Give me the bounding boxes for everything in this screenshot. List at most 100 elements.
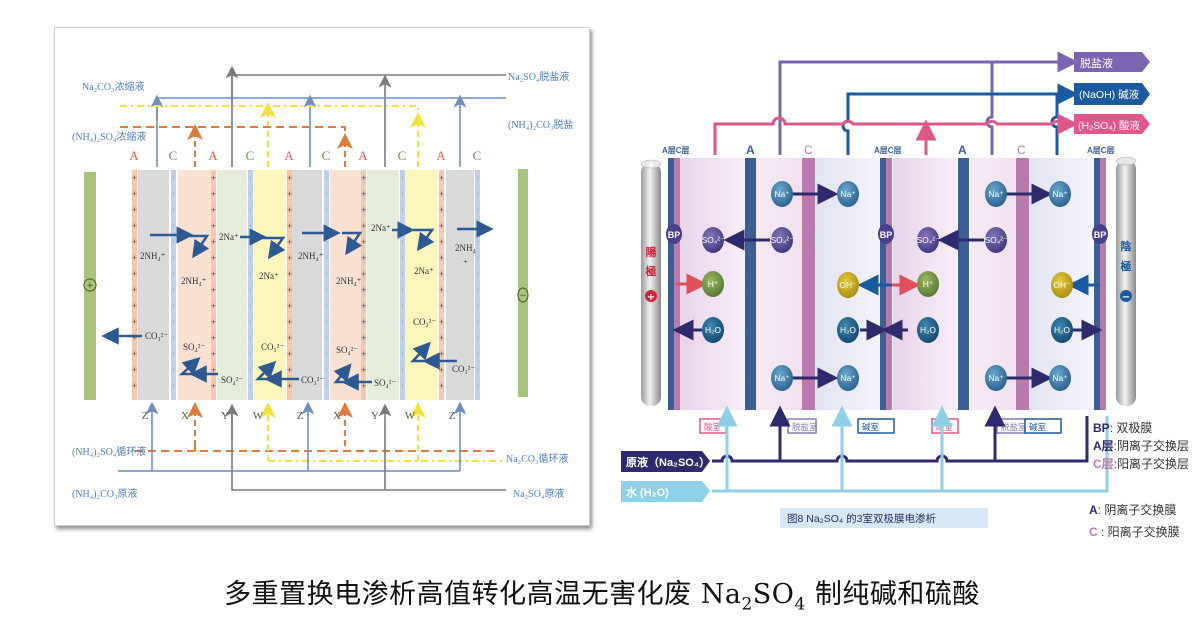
- right-output-lines: [713, 51, 1079, 155]
- charge-mark: +: [439, 334, 445, 342]
- output-tag-base: (NaOH) 碱液: [1074, 83, 1150, 105]
- input-tag-water: 水 (H₂O): [621, 481, 710, 502]
- chamber: [217, 170, 247, 400]
- ion-label: 2NH₄⁺: [336, 276, 362, 286]
- ion-ball-label: Na⁺: [988, 189, 1004, 199]
- chamber-tag: [857, 418, 895, 434]
- charge-mark: ·: [172, 334, 174, 342]
- svg-text:C : 阳离子交换膜: C : 阳离子交换膜: [1089, 524, 1180, 539]
- caption-chem-so: SO: [752, 579, 795, 610]
- ion-ball: [985, 227, 1007, 253]
- ion-ball-label: Na⁺: [840, 189, 856, 199]
- svg-text:C层:阳离子交换层: C层:阳离子交换层: [1093, 456, 1189, 471]
- charge-mark: +: [439, 238, 445, 246]
- charge-mark: +: [132, 174, 138, 182]
- charge-mark: +: [439, 206, 445, 214]
- ion-ball: [837, 317, 859, 343]
- membrane-label: A: [208, 148, 218, 163]
- ion-ball-label: SO₄²⁻: [770, 235, 794, 245]
- charge-mark: +: [132, 334, 138, 342]
- ion-ball-label: H⁺: [923, 279, 934, 289]
- charge-mark: ·: [325, 302, 327, 310]
- charge-mark: ·: [401, 206, 403, 214]
- charge-mark: +: [439, 174, 445, 182]
- charge-mark: ·: [325, 190, 327, 198]
- charge-mark: +: [132, 254, 138, 262]
- label-a: A: [746, 143, 755, 157]
- ion-label: 2NH₄: [455, 243, 476, 253]
- ion-ball: [1051, 317, 1073, 343]
- charge-mark: +: [211, 302, 217, 310]
- charge-mark: ·: [401, 350, 403, 358]
- charge-mark: +: [287, 318, 293, 326]
- charge-mark: +: [211, 366, 217, 374]
- bp-label: BP: [1094, 230, 1107, 240]
- charge-mark: +: [439, 382, 445, 390]
- cation-membrane: [400, 170, 405, 400]
- water-line: [712, 416, 1109, 493]
- charge-mark: ·: [476, 318, 478, 326]
- bp-badge: [1092, 224, 1108, 244]
- charge-mark: ·: [476, 350, 478, 358]
- ion-label: CO₃²⁻: [145, 331, 168, 341]
- anode-label-1: 陽: [646, 245, 657, 259]
- charge-mark: ·: [401, 174, 403, 182]
- charge-mark: ·: [172, 206, 174, 214]
- membrane-label: C: [322, 148, 331, 163]
- charge-mark: ·: [401, 254, 403, 262]
- chamber-tag-label: 酸室: [936, 422, 954, 432]
- c-membrane: [1016, 158, 1029, 410]
- ion-ball: [985, 365, 1007, 391]
- charge-mark: ·: [476, 174, 478, 182]
- ion-ball-label: Na⁺: [1052, 189, 1068, 199]
- charge-mark: +: [361, 366, 367, 374]
- charge-mark: +: [287, 302, 293, 310]
- charge-mark: +: [439, 350, 445, 358]
- cathode-plate: [518, 169, 528, 397]
- c-membrane: [802, 158, 815, 410]
- ion-ball: [837, 272, 859, 298]
- ion-ball: [1051, 272, 1073, 298]
- charge-mark: +: [361, 174, 367, 182]
- charge-mark: +: [132, 366, 138, 374]
- svg-text:(H₂SO₄) 酸液: (H₂SO₄) 酸液: [1078, 119, 1141, 132]
- charge-mark: +: [287, 174, 293, 182]
- charge-mark: +: [211, 350, 217, 358]
- membrane-legend: BP: 双极膜 A层:阴离子交换层 C层:阳离子交换层 A: 阴离子交换膜 C …: [1089, 421, 1189, 539]
- charge-mark: ·: [401, 382, 403, 390]
- ion-ball: [1049, 365, 1071, 391]
- svg-text:+: +: [647, 292, 655, 303]
- ion-label: CO₃²⁻: [261, 342, 284, 352]
- bp-badge: [666, 224, 682, 244]
- ion-label: SO₄²⁻: [374, 378, 396, 388]
- charge-mark: ·: [249, 254, 251, 262]
- charge-mark: +: [211, 174, 217, 182]
- channel-label: W: [405, 410, 416, 422]
- figure-caption: 图8 Na₂SO₄ 的3室双极膜电渗析: [787, 512, 936, 525]
- anion-membrane: [211, 170, 216, 400]
- caption-prefix: 多重置换电渗析高值转化高温无害化废: [224, 579, 701, 610]
- ion-label: 2Na⁺: [219, 232, 239, 242]
- charge-mark: ·: [249, 382, 251, 390]
- ion-label: 2NH₄⁺: [181, 276, 207, 286]
- ion-label: CO₃²⁻: [413, 317, 436, 327]
- ion-ball-label: OH⁻: [1053, 280, 1071, 290]
- ion-label: SO₄²⁻: [221, 375, 243, 385]
- charge-mark: +: [287, 270, 293, 278]
- ion-label: 2Na⁺: [259, 271, 279, 281]
- charge-mark: ·: [325, 350, 327, 358]
- charge-mark: +: [211, 334, 217, 342]
- ion-ball: [771, 227, 793, 253]
- charge-mark: ·: [172, 286, 174, 294]
- charge-mark: ·: [325, 318, 327, 326]
- charge-mark: +: [439, 318, 445, 326]
- ion-ball: [837, 365, 859, 391]
- ion-label: ⁺: [463, 258, 468, 268]
- charge-mark: ·: [172, 270, 174, 278]
- ion-ball: [702, 227, 724, 253]
- ion-label: CO₃²⁻: [301, 375, 324, 385]
- cation-membrane: [248, 170, 253, 400]
